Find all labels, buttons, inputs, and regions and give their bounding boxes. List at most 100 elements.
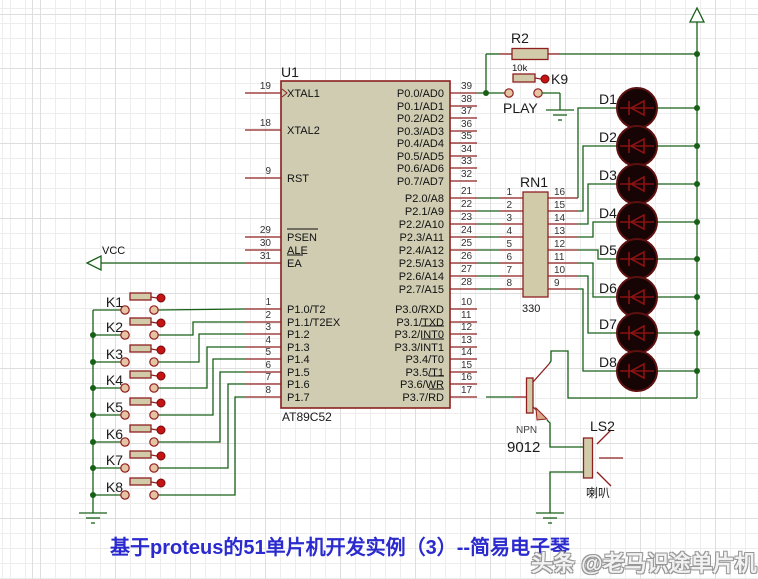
button-cap[interactable] <box>129 344 152 353</box>
resistor-network-rn1[interactable]: RN1 330 1 2 3 4 5 6 7 8 16 15 14 13 12 1… <box>477 174 578 315</box>
vcc-terminal[interactable]: VCC <box>85 245 245 272</box>
button-cap[interactable] <box>129 477 152 486</box>
chip-u1[interactable]: U1 AT89C52 19 18 9 29 30 31 1 2 3 4 5 6 … <box>245 64 477 424</box>
led-d7[interactable]: D7 <box>599 312 700 354</box>
resistor-body[interactable] <box>511 47 549 61</box>
resistor-r2[interactable]: R2 10k <box>486 30 697 74</box>
pin-label: P0.2/AD2 <box>397 113 444 125</box>
pin-label: P0.1/AD1 <box>397 101 444 113</box>
button-k9-play[interactable]: K9 PLAY <box>477 54 568 116</box>
button-cap[interactable] <box>129 370 152 379</box>
chip-body[interactable] <box>280 80 451 409</box>
button-k3[interactable]: K3 <box>93 333 245 367</box>
pin-number: 34 <box>461 144 473 155</box>
pin-number: 23 <box>461 212 473 223</box>
pin-number: 9 <box>265 166 271 177</box>
pin-number: 12 <box>461 322 473 333</box>
lead <box>150 374 158 377</box>
button-actuator-dot[interactable] <box>156 478 166 488</box>
pin-number: 21 <box>461 186 473 197</box>
pin-label: P3.4/T0 <box>405 354 444 366</box>
pin-number: 18 <box>260 118 272 129</box>
button-cap[interactable] <box>129 317 152 326</box>
led-d8[interactable]: D8 <box>599 350 700 392</box>
pin-label: P3.5/T1 <box>405 367 444 379</box>
rn1-pin-number: 9 <box>554 278 560 289</box>
button-actuator-dot[interactable] <box>156 398 166 408</box>
button-actuator-dot[interactable] <box>156 293 166 303</box>
button-cap[interactable] <box>512 73 536 83</box>
rn1-body[interactable] <box>522 191 549 298</box>
button-terminal <box>120 330 130 340</box>
pin-label: RST <box>287 173 309 185</box>
collector-wire <box>548 350 697 399</box>
button-actuator-dot[interactable] <box>156 318 166 328</box>
transistor-q1[interactable]: NPN 9012 <box>486 350 697 456</box>
pin-label: P1.3 <box>287 342 310 354</box>
button-actuator-dot[interactable] <box>156 451 166 461</box>
collector-lead <box>532 363 550 383</box>
junction-dot <box>694 294 700 300</box>
key-ref: K1 <box>106 294 123 310</box>
led-diode-icon <box>629 362 645 380</box>
button-actuator-dot[interactable] <box>156 345 166 355</box>
pin-number: 26 <box>461 251 473 262</box>
pin-label: P2.0/A8 <box>405 193 444 205</box>
rn1-pin-number: 3 <box>506 213 512 224</box>
pin-number: 36 <box>461 119 473 130</box>
pin-label: EA <box>287 258 302 270</box>
junction-dot <box>694 51 700 57</box>
button-k4[interactable]: K4 <box>93 346 245 393</box>
button-actuator-dot[interactable] <box>156 371 166 381</box>
k9-ref: K9 <box>551 71 568 87</box>
pin-number: 2 <box>265 310 271 321</box>
speaker-body[interactable] <box>582 437 594 479</box>
led-ref: D7 <box>599 316 617 332</box>
lead <box>150 296 158 299</box>
wire-d7 <box>578 275 617 334</box>
rn1-pin-number: 8 <box>506 278 512 289</box>
button-cap[interactable] <box>129 292 152 301</box>
led-d1[interactable]: D1 <box>599 87 700 129</box>
speaker-ls2[interactable]: LS2 喇叭 <box>549 418 623 513</box>
pin-number: 38 <box>461 94 473 105</box>
pin-label: P2.7/A15 <box>399 284 444 296</box>
button-k8[interactable]: K8 <box>93 396 245 500</box>
button-k5[interactable]: K5 <box>93 358 245 420</box>
pin-label: P0.3/AD3 <box>397 126 444 138</box>
junction-dot <box>694 105 700 111</box>
lead <box>150 454 158 457</box>
pin-label: P0.0/AD0 <box>397 88 444 100</box>
ground-symbol-speaker <box>536 512 564 524</box>
pin-number: 14 <box>461 347 473 358</box>
wire-d8 <box>578 288 617 372</box>
pin-number: 22 <box>461 199 473 210</box>
led-d5[interactable]: D5 <box>599 238 700 280</box>
button-k1[interactable]: K1 <box>93 292 246 315</box>
button-cap[interactable] <box>129 424 152 433</box>
pin-number: 4 <box>265 335 271 346</box>
pin-number: 3 <box>265 322 271 333</box>
pin-number: 8 <box>265 385 271 396</box>
wire-d2 <box>578 145 617 212</box>
button-k2[interactable]: K2 <box>93 317 245 340</box>
junction-dot <box>694 143 700 149</box>
button-actuator-dot[interactable] <box>156 425 166 435</box>
key-ref: K7 <box>106 452 123 468</box>
button-k7[interactable]: K7 <box>93 383 245 473</box>
transistor-base-bar[interactable] <box>525 377 534 414</box>
lead <box>150 428 158 431</box>
key-bus <box>79 310 107 524</box>
button-cap[interactable] <box>129 397 152 406</box>
button-cap[interactable] <box>129 450 152 459</box>
emitter-wire <box>546 419 584 448</box>
wire <box>158 358 245 416</box>
pin-label: P0.7/AD7 <box>397 176 444 188</box>
wire-d1 <box>577 107 617 198</box>
pin-number: 24 <box>461 225 473 236</box>
led-d6[interactable]: D6 <box>599 276 700 318</box>
pin-label: XTAL2 <box>287 125 320 137</box>
button-k6[interactable]: K6 <box>93 371 245 447</box>
button-actuator-dot[interactable] <box>540 74 550 84</box>
